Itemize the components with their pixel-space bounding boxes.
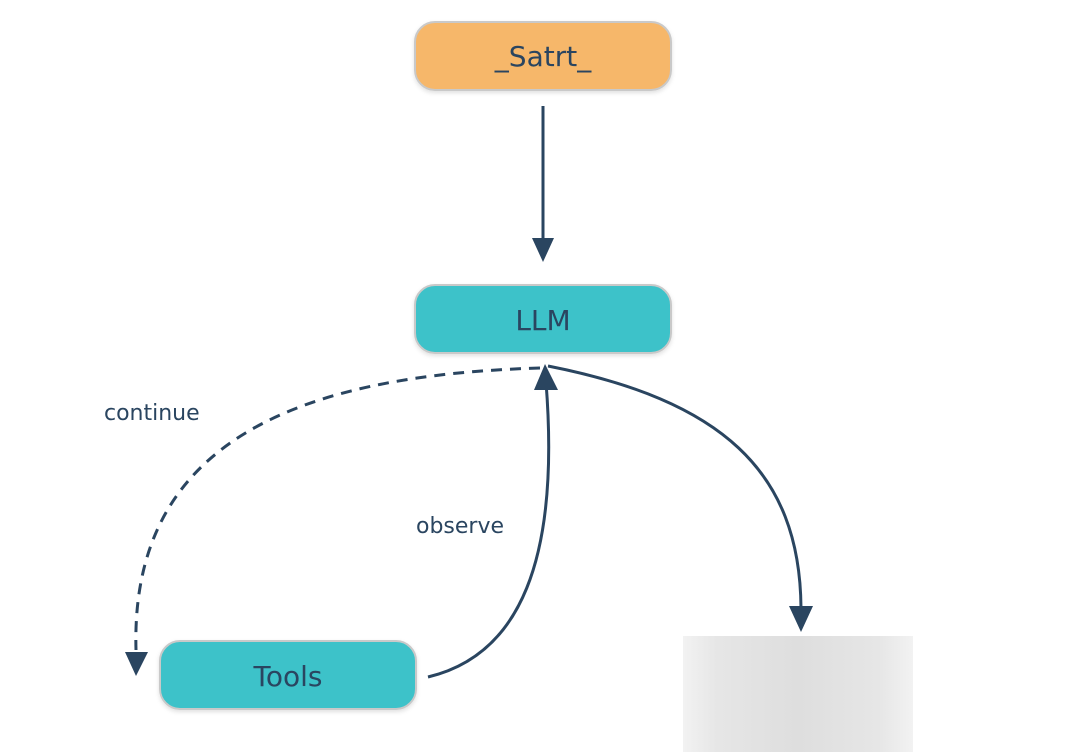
edge-tools-to-llm: [427, 364, 558, 679]
blurred-end-node: [683, 636, 913, 752]
start-node-label: _Satrt_: [494, 40, 592, 73]
tools-node: Tools: [159, 640, 417, 710]
continue-label: continue: [104, 401, 200, 426]
tools-node-label: Tools: [253, 660, 323, 693]
llm-node: LLM: [414, 284, 672, 354]
observe-label: observe: [416, 514, 504, 539]
edge-start-to-llm-arrowhead: [532, 238, 554, 262]
edge-llm-to-end: [547, 364, 813, 632]
start-node: _Satrt_: [414, 21, 672, 91]
edge-tools-to-llm-arrowhead: [534, 364, 558, 390]
llm-node-label: LLM: [515, 304, 570, 337]
edge-llm-to-tools: [125, 366, 541, 676]
llm-node-box: [414, 284, 672, 354]
start-node-box: [414, 21, 672, 91]
edge-llm-to-end-arrowhead: [789, 606, 813, 632]
edge-llm-to-tools-arrowhead: [125, 652, 148, 676]
tools-node-box: [159, 640, 417, 710]
edge-start-to-llm: [532, 106, 554, 262]
